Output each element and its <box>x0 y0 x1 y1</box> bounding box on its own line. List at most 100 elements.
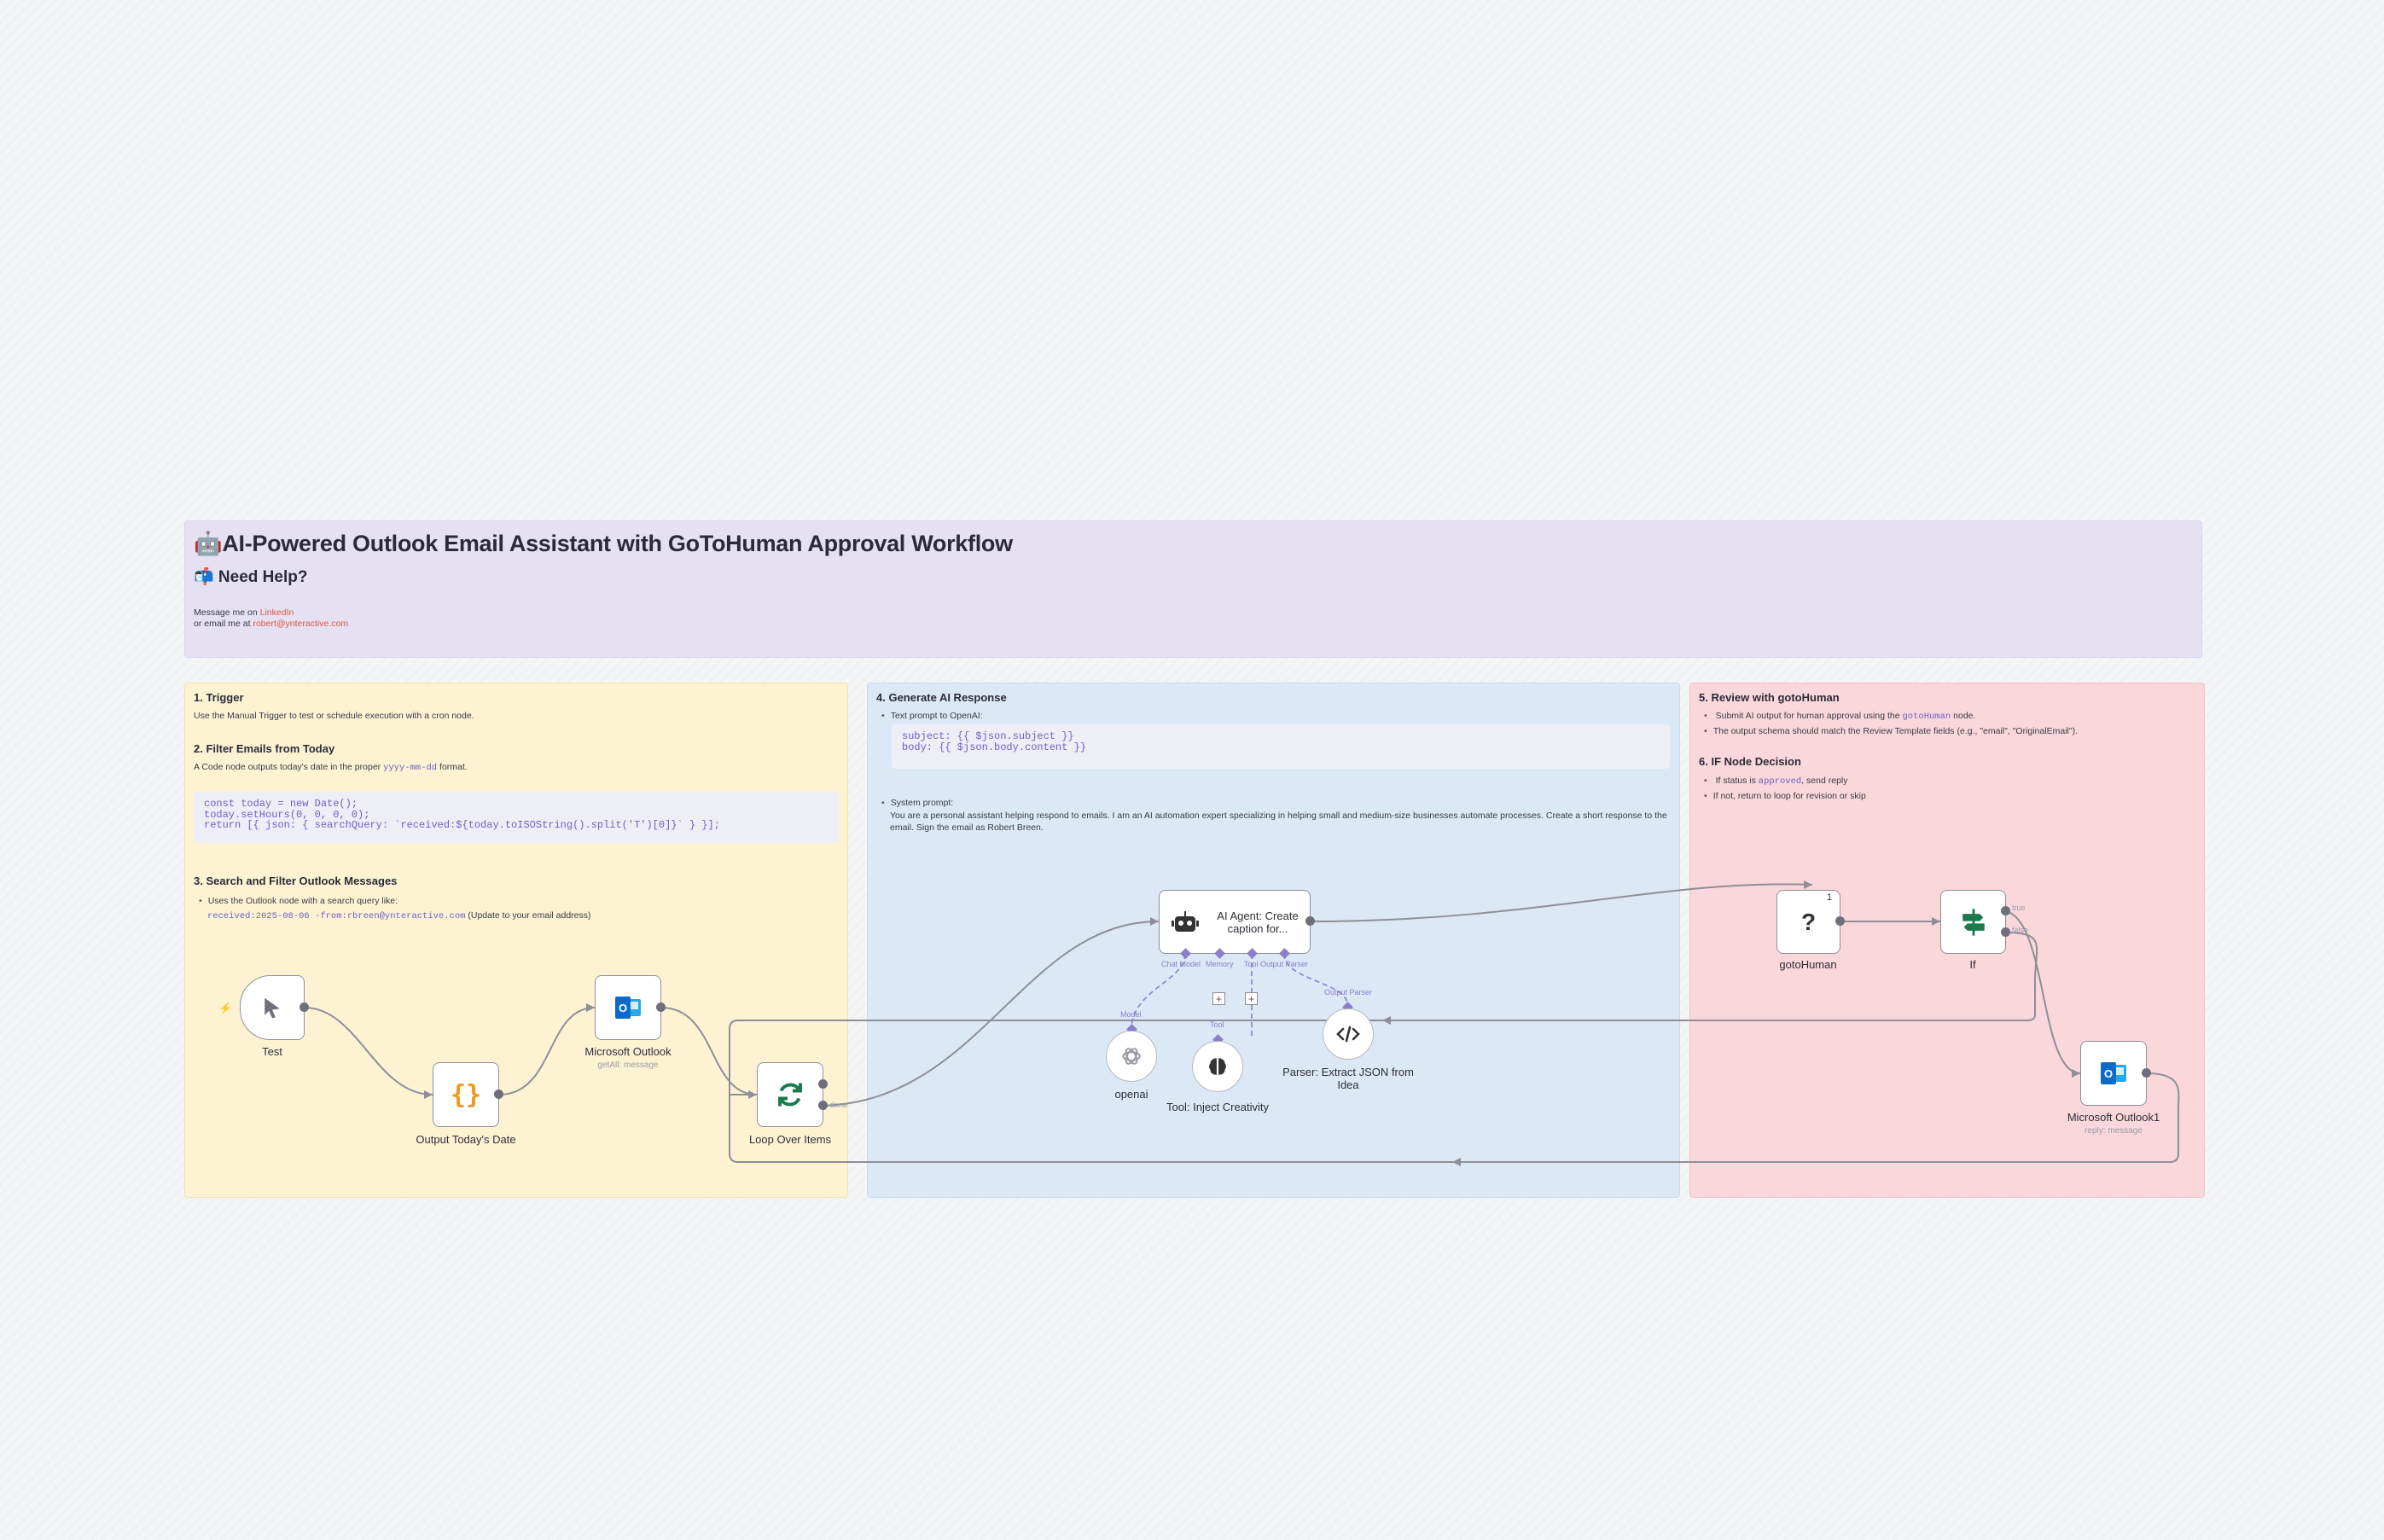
gotohuman-node-label: gotoHuman <box>1779 958 1837 971</box>
if-false-handle[interactable] <box>2001 927 2010 937</box>
output-date-node[interactable]: {} <box>433 1062 499 1127</box>
outlook-node-label: Microsoft Outlook <box>584 1045 672 1058</box>
connection-outlook-to-loop <box>660 1007 758 1095</box>
trigger-sticky-note[interactable]: 1. Trigger Use the Manual Trigger to tes… <box>184 683 848 1198</box>
robot-icon <box>1172 910 1199 932</box>
prompt-code-block: subject: {{ $json.subject }} body: {{ $j… <box>892 724 1670 769</box>
filter-text-pre: A Code node outputs today's date in the … <box>194 762 384 772</box>
code-braces-icon: {} <box>450 1079 482 1110</box>
outlook-icon: O <box>2101 1062 2126 1084</box>
message-prefix-text: Message me on <box>194 607 260 618</box>
ai-agent-node[interactable]: AI Agent: Create caption for... <box>1159 890 1311 954</box>
openai-icon <box>1122 1048 1141 1065</box>
openai-port-label: Model <box>1120 1010 1142 1019</box>
review-bullet-1: Submit AI output for human approval usin… <box>1704 710 1976 723</box>
add-memory-button[interactable]: + <box>1212 992 1225 1005</box>
search-query-code: received:2025-08-06 -from:rbreen@ynterac… <box>207 911 466 921</box>
output-parser-port-label: Output Parser <box>1260 960 1309 968</box>
connection-loop-to-agent <box>823 921 1160 1107</box>
outlook1-node-label: Microsoft Outlook1 <box>2067 1111 2160 1124</box>
outlook-node[interactable]: O <box>595 975 661 1040</box>
header-sticky-note[interactable]: 🤖AI-Powered Outlook Email Assistant with… <box>184 520 2202 658</box>
add-tool-button[interactable]: + <box>1245 992 1258 1005</box>
svg-text:O: O <box>2104 1067 2113 1080</box>
date-code-block: const today = new Date(); today.setHours… <box>194 792 839 843</box>
email-link[interactable]: robert@ynteractive.com <box>253 619 349 629</box>
if-true-port-label: true <box>2012 904 2026 912</box>
dashed-connection-openai <box>1131 953 1186 1031</box>
email-prefix-text: or email me at <box>194 619 253 629</box>
arrowhead <box>1150 917 1159 926</box>
trigger-text: Use the Manual Trigger to test or schedu… <box>194 711 474 721</box>
workflow-title: 🤖AI-Powered Outlook Email Assistant with… <box>194 531 1013 556</box>
ai-prompt-bullet: Text prompt to OpenAI: <box>881 710 983 722</box>
output-handle[interactable] <box>1305 916 1315 926</box>
if-bullet-2: If not, return to loop for revision or s… <box>1704 790 1866 802</box>
system-prompt-bullet: System prompt: <box>881 797 954 809</box>
ai-agent-label: AI Agent: Create caption for... <box>1217 909 1299 935</box>
loop-done-port-label: done <box>830 1101 848 1109</box>
output-handle[interactable] <box>656 1002 666 1012</box>
if-false-port-label: false <box>2012 926 2029 934</box>
output-handle[interactable] <box>299 1002 309 1012</box>
if-icon <box>1962 908 1985 936</box>
if-decision-title: 6. IF Node Decision <box>1699 755 1801 768</box>
test-trigger-node[interactable] <box>240 975 305 1040</box>
if-node[interactable] <box>1940 890 2006 954</box>
linkedin-link[interactable]: LinkedIn <box>259 607 294 618</box>
arrowhead <box>1804 880 1812 889</box>
arrowhead <box>424 1090 433 1099</box>
if-true-handle[interactable] <box>2001 906 2010 915</box>
gotohuman-badge: 1 <box>1827 892 1833 903</box>
connection-test-to-date <box>304 1007 433 1095</box>
loop-done-handle[interactable] <box>818 1079 828 1089</box>
outlook-node-subtitle: getAll: message <box>597 1061 659 1070</box>
outlook-icon: O <box>615 997 641 1019</box>
outlook1-node[interactable]: O <box>2080 1041 2147 1106</box>
review-title: 5. Review with gotoHuman <box>1699 691 1840 704</box>
if-b1-code: approved <box>1758 776 1802 787</box>
code-line: subject: {{ $json.subject }} <box>902 730 1074 742</box>
question-icon: ? <box>1800 908 1817 935</box>
filter-text-post: format. <box>437 762 468 772</box>
openai-node[interactable] <box>1106 1031 1157 1082</box>
code-line: const today = new Date(); <box>204 798 358 810</box>
parser-port-label: Output Parser <box>1324 988 1373 997</box>
loop-output-handle[interactable] <box>818 1101 828 1110</box>
arrowhead <box>748 1090 757 1099</box>
arrowhead <box>1382 1016 1391 1025</box>
cursor-icon <box>265 997 280 1019</box>
chat-model-port-label: Chat Model <box>1161 960 1201 968</box>
arrowhead <box>1452 1158 1461 1166</box>
dashed-connection-parser <box>1283 953 1349 1008</box>
parser-node[interactable] <box>1323 1008 1374 1060</box>
contact-email-line: or email me at robert@ynteractive.com <box>194 618 348 630</box>
if-b1-post: , send reply <box>1801 776 1848 786</box>
system-prompt-text: You are a personal assistant helping res… <box>890 811 1667 833</box>
openai-node-label: openai <box>1114 1088 1148 1101</box>
search-query-line: received:2025-08-06 -from:rbreen@ynterac… <box>207 909 591 922</box>
outlook1-node-subtitle: reply: message <box>2085 1126 2143 1136</box>
trigger-title: 1. Trigger <box>194 691 244 704</box>
output-handle[interactable] <box>1835 916 1845 926</box>
code-line: body: {{ $json.body.content }} <box>902 741 1087 753</box>
loop-node-label: Loop Over Items <box>748 1133 832 1146</box>
tool-node-label: Tool: Inject Creativity <box>1166 1101 1269 1113</box>
arrowhead <box>2072 1069 2080 1078</box>
output-date-label: Output Today's Date <box>416 1133 516 1146</box>
loop-node[interactable] <box>757 1062 823 1127</box>
output-handle[interactable] <box>2142 1068 2151 1078</box>
output-handle[interactable] <box>494 1090 503 1099</box>
arrowhead <box>586 1003 595 1012</box>
search-query-note: (Update to your email address) <box>465 910 591 921</box>
memory-port-label: Memory <box>1206 960 1234 968</box>
search-bullet: Uses the Outlook node with a search quer… <box>199 895 398 907</box>
contact-linkedin-line: Message me on LinkedIn <box>194 607 294 619</box>
tool-inject-creativity-node[interactable] <box>1192 1041 1243 1092</box>
connection-agent-to-gotohuman <box>1310 883 1813 922</box>
if-b1-pre: If status is <box>1715 776 1759 786</box>
tool-node-port-label: Tool <box>1210 1020 1224 1029</box>
connection-date-to-outlook <box>498 1007 596 1095</box>
trigger-bolt-icon: ⚡ <box>218 1002 233 1014</box>
